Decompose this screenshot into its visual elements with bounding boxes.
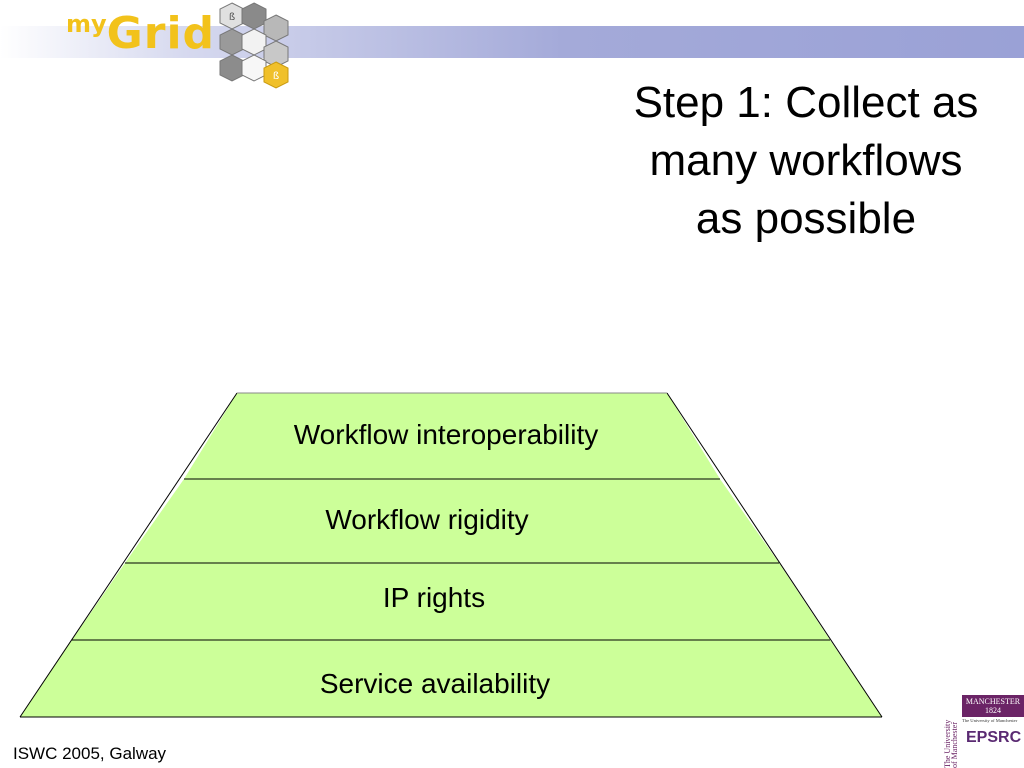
mygrid-logo-text: myGrid (66, 8, 215, 59)
tier-label-ip-rights: IP rights (382, 582, 486, 613)
svg-text:ß: ß (273, 71, 279, 82)
pyramid-tier-3 (72, 563, 830, 640)
logo-name: Grid (106, 8, 216, 59)
slide-title: Step 1: Collect as many workflows as pos… (596, 74, 1016, 248)
sponsor-logos: The University of Manchester MANCHESTER … (943, 692, 1024, 768)
title-line-3: as possible (695, 194, 917, 243)
mygrid-logo: myGrid ß ß (30, 0, 320, 92)
title-line-1: Step 1: Collect as (633, 78, 979, 127)
tier-label-workflow-rigidity: Workflow rigidity (325, 504, 529, 535)
tier-label-workflow-interoperability: Workflow interoperability (293, 419, 599, 450)
header-band (0, 26, 1024, 58)
epsrc-logo: EPSRC (966, 729, 1022, 746)
pyramid-left-edge (19, 392, 238, 718)
svg-text:ß: ß (229, 12, 235, 23)
logo-prefix: my (66, 10, 107, 38)
pyramid-tier-4 (20, 640, 882, 717)
manchester-year: 1824 (985, 706, 1001, 715)
hexagon-cubes-icon: ß ß (219, 2, 289, 89)
pyramid-right-edge (666, 392, 883, 718)
pyramid-tier-1 (184, 393, 720, 479)
manchester-logo: MANCHESTER 1824 (962, 695, 1024, 717)
footer-text: ISWC 2005, Galway (13, 744, 167, 763)
manchester-name: MANCHESTER (965, 697, 1021, 706)
title-line-2: many workflows (649, 136, 963, 185)
university-vertical-label: The University of Manchester (943, 719, 959, 768)
pyramid-tier-2 (125, 479, 779, 563)
tier-label-service-availability: Service availability (319, 668, 551, 699)
manchester-subtitle: The University of Manchester (962, 718, 1018, 723)
